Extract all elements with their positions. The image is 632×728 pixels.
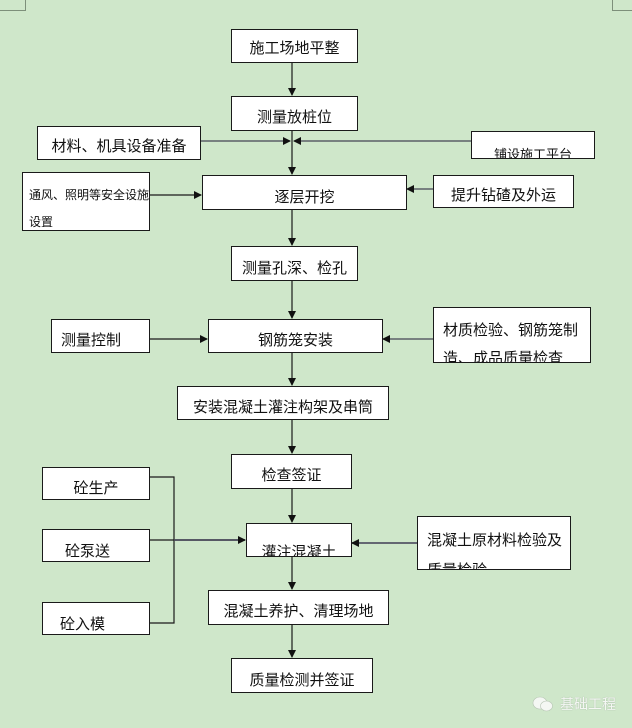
- page-corner-mark-left: [0, 0, 26, 11]
- step-frame-install: 安装混凝土灌注构架及串筒: [177, 386, 389, 420]
- input-label: 材质检验、钢筋笼制造、成品质量检查: [443, 321, 579, 363]
- input-label: 提升钻碴及外运: [450, 186, 556, 204]
- input-concrete-production: 砼生产: [42, 467, 150, 500]
- step-label: 钢筋笼安装: [257, 331, 333, 349]
- step-label: 质量检测并签证: [249, 671, 355, 689]
- step-label: 逐层开挖: [274, 188, 335, 206]
- input-muck-removal: 提升钻碴及外运: [433, 175, 574, 208]
- input-survey-control: 测量控制: [51, 319, 150, 353]
- input-label: 测量控制: [61, 331, 122, 349]
- step-layered-excavation: 逐层开挖: [202, 175, 407, 210]
- step-label: 检查签证: [261, 466, 322, 484]
- input-label: 砼泵送: [65, 542, 111, 560]
- input-materials-prep: 材料、机具设备准备: [37, 126, 201, 160]
- step-curing-cleanup: 混凝土养护、清理场地: [208, 590, 389, 625]
- input-cage-qc: 材质检验、钢筋笼制造、成品质量检查: [433, 307, 591, 363]
- input-concrete-placing: 砼入模: [42, 602, 150, 635]
- input-label: 砼生产: [73, 479, 119, 497]
- step-label: 测量孔深、检孔: [241, 259, 347, 277]
- input-label: 通风、照明等安全设施设置: [29, 188, 150, 229]
- step-hole-depth-check: 测量孔深、检孔: [231, 246, 358, 281]
- step-label: 灌注混凝土: [261, 543, 337, 557]
- step-inspection-signoff: 检查签证: [231, 454, 352, 489]
- step-label: 混凝土养护、清理场地: [223, 602, 374, 620]
- step-label: 安装混凝土灌注构架及串筒: [192, 398, 373, 416]
- input-concrete-qc: 混凝土原材料检验及质量检验: [417, 516, 571, 570]
- step-pile-layout: 测量放桩位: [231, 96, 358, 131]
- step-site-leveling: 施工场地平整: [231, 29, 358, 63]
- input-platform-setup: 铺设施工平台: [471, 131, 595, 159]
- step-cage-install: 钢筋笼安装: [208, 319, 383, 353]
- watermark: 基础工程: [532, 694, 616, 714]
- page-corner-mark-right: [612, 0, 632, 11]
- wechat-icon: [532, 696, 554, 712]
- step-label: 施工场地平整: [249, 39, 340, 57]
- step-label: 测量放桩位: [256, 108, 332, 126]
- input-safety-facilities: 通风、照明等安全设施设置: [22, 172, 150, 231]
- input-concrete-pumping: 砼泵送: [42, 529, 150, 562]
- step-concrete-pouring: 灌注混凝土: [246, 523, 352, 557]
- bracket-concrete-inputs: [149, 476, 175, 624]
- input-label: 铺设施工平台: [493, 148, 572, 159]
- input-label: 砼入模: [60, 615, 106, 633]
- step-quality-test-signoff: 质量检测并签证: [231, 658, 373, 693]
- input-label: 材料、机具设备准备: [51, 137, 187, 155]
- watermark-text: 基础工程: [560, 697, 616, 713]
- input-label: 混凝土原材料检验及质量检验: [427, 531, 563, 570]
